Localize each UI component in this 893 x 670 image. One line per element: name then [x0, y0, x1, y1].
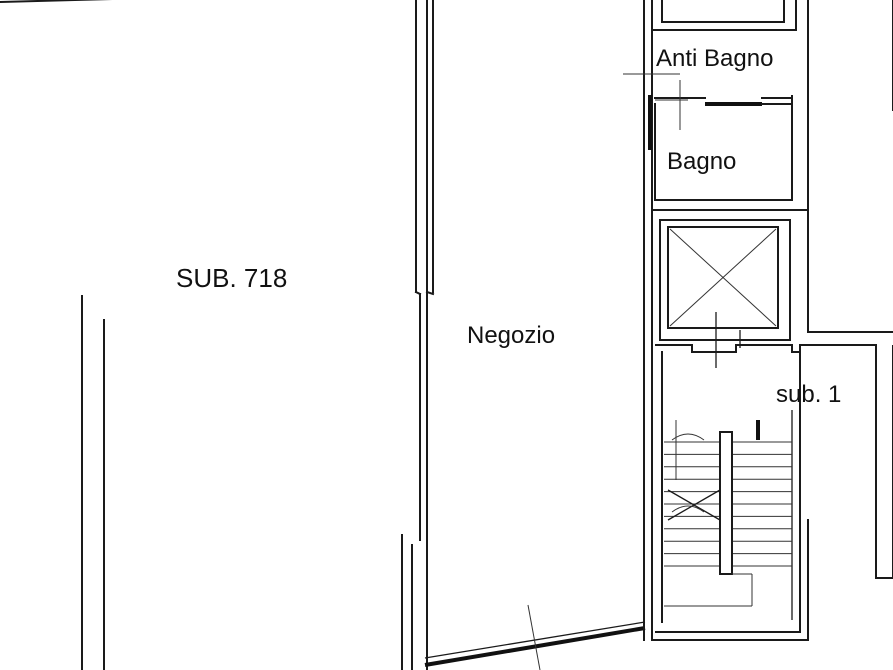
room-label-negozio: Negozio [467, 322, 555, 349]
bagno-room [651, 103, 809, 211]
stair-treads [664, 441, 792, 567]
staircase [664, 420, 792, 607]
service-block-walls [643, 0, 809, 641]
bathroom-partition [623, 73, 793, 150]
sub-718-walls [0, 0, 422, 670]
stair-core-walls [651, 209, 893, 641]
room-label-sub-718: SUB. 718 [176, 263, 287, 293]
room-label-anti-bagno: Anti Bagno [656, 45, 773, 72]
room-label-sub-1: sub. 1 [776, 381, 841, 408]
elevator-shaft [659, 219, 791, 368]
room-label-bagno: Bagno [667, 148, 736, 175]
negozio-walls [424, 0, 646, 670]
